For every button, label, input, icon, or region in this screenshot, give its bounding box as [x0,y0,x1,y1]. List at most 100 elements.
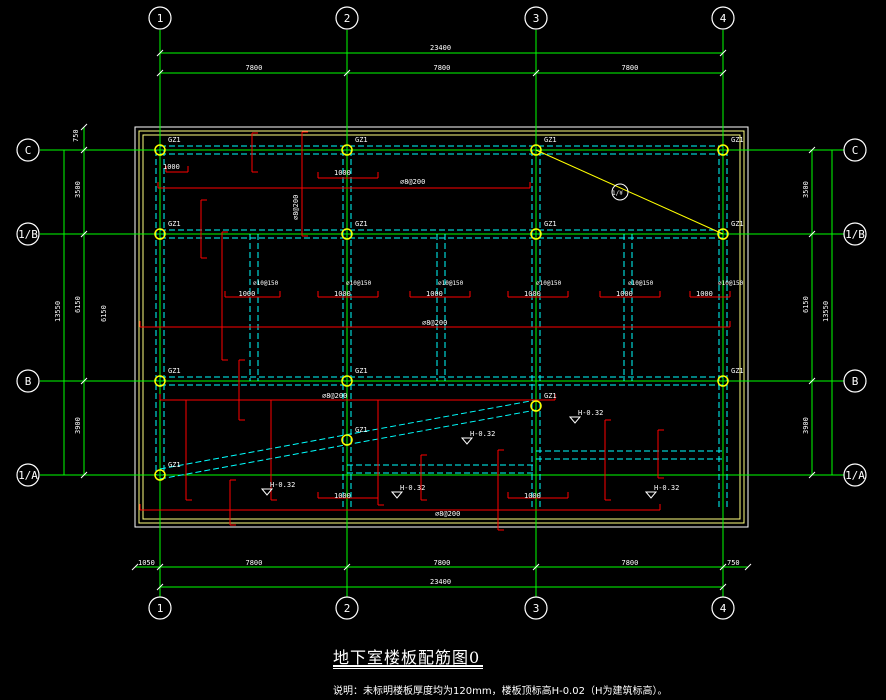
columns [154,144,729,481]
dim-left-span: 3500 [74,181,82,198]
axis-bubble-left [16,222,40,246]
dim-right-span: 3500 [802,181,810,198]
dim-bottom-total: 23400 [430,578,451,586]
dim-tick [80,471,88,479]
dim-left-total: 13550 [54,301,62,322]
column-label: GZ1 [544,392,557,400]
column-gz1 [341,434,353,446]
column-gz1 [154,375,166,387]
axis-bubble-top [711,6,735,30]
column-gz1 [154,144,166,156]
axis-bubble-right [843,463,867,487]
column-gz1 [154,469,166,481]
rebar-length-label: 1000 [426,290,443,298]
rebar-length-label: 1000 [163,163,180,171]
column-gz1 [341,375,353,387]
dim-tick [80,146,88,154]
dim-tick [808,230,816,238]
axis-bubble-left-label: B [25,375,32,388]
column-label: GZ1 [355,426,368,434]
axis-bubble-left-label: 1/A [18,469,38,482]
rebar-length-label: 1000 [696,290,713,298]
column-gz1 [717,144,729,156]
slab-outline [134,126,749,528]
axis-bubble-left [16,463,40,487]
dim-right-total: 13550 [822,301,830,322]
axis-bubble-bottom [148,596,172,620]
axis-bubble-right [843,222,867,246]
drawing-title: 地下室楼板配筋图0 [333,648,481,667]
column-label: GZ1 [168,136,181,144]
dim-tick [80,123,88,131]
rebar-spec-label: ⌀10@150 [536,280,562,287]
dim-right-span: 6150 [802,296,810,313]
title-underline [333,665,483,667]
rebar-spec-label: ⌀10@150 [628,280,654,287]
axis-bubble-left-label: C [25,144,32,157]
rebar-spec-label: ⌀8@200 [435,510,460,518]
level-symbol [460,437,474,445]
dim-tick [80,377,88,385]
rebar-spec-label: ⌀10@150 [718,280,744,287]
dim-bottom-right: 750 [727,559,740,567]
column-gz1 [530,144,542,156]
axis-bubble-right-label: 1/A [845,469,865,482]
column-label: GZ1 [731,136,744,144]
grid-lines [40,30,845,600]
dim-tick [744,563,752,571]
dim-left-top: 750 [72,129,80,142]
rebar-spec-label: ⌀8@200 [292,195,300,220]
dim-top-total: 23400 [430,44,451,52]
axis-bubble-top-label: 1 [157,12,164,25]
dim-tick [719,69,727,77]
dim-tick [532,563,540,571]
dim-tick [719,583,727,591]
dimension-lines [63,49,833,591]
dim-top-span: 7800 [434,64,451,72]
axis-bubble-bottom [524,596,548,620]
dim-tick [808,146,816,154]
rebar-spec-label: ⌀8@200 [400,178,425,186]
column-label: GZ1 [168,220,181,228]
level-symbol [568,416,582,424]
dim-tick [156,583,164,591]
dim-left-span: 6150 [74,296,82,313]
dim-tick [156,563,164,571]
drawing-note: 说明：未标明楼板厚度均为120mm，楼板顶标高H-0.02（H为建筑标高）。 [333,686,668,697]
rebar-spec-label: ⌀10@150 [438,280,464,287]
axis-bubble-bottom [335,596,359,620]
dim-tick [808,377,816,385]
rebar-length-label: 1000 [334,492,351,500]
level-label: H-0.32 [400,484,425,492]
dim-tick [719,563,727,571]
rebar-spec-label: ⌀10@150 [253,280,279,287]
axis-bubble-bottom-label: 3 [533,602,540,615]
beams [155,145,728,510]
column-label: GZ1 [168,367,181,375]
level-symbol [390,491,404,499]
dim-bottom-span: 7800 [434,559,451,567]
dim-tick [156,69,164,77]
column-gz1 [530,400,542,412]
axis-bubble-bottom [711,596,735,620]
rebar-length-label: 1000 [616,290,633,298]
column-label: GZ1 [355,136,368,144]
dim-tick [808,471,816,479]
dim-left-inner: 6150 [100,305,108,322]
column-gz1 [530,228,542,240]
dim-tick [131,563,139,571]
annotation-labels: ⌀8@200 ⌀8@200 1000 1000 ⌀8@200 1000 ⌀10@150 100… [54,44,830,586]
column-label: GZ1 [168,461,181,469]
column-label: GZ1 [731,367,744,375]
level-label: H-0.32 [654,484,679,492]
axis-bubble-left [16,138,40,162]
dim-tick [343,563,351,571]
column-label: GZ1 [731,220,744,228]
slab-ref-bubble [611,183,629,201]
axis-bubble-top [335,6,359,30]
dim-top-span: 7800 [246,64,263,72]
axis-bubble-right [843,369,867,393]
column-label: GZ1 [355,220,368,228]
slab-reference-line [535,149,724,235]
axis-bubble-top [148,6,172,30]
